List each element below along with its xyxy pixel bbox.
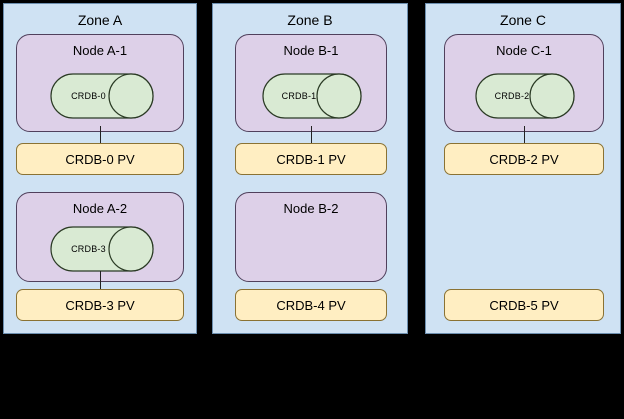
database-label-crdb-0: CRDB-0 [71, 91, 106, 101]
database-cylinder-crdb-2[interactable]: CRDB-2 [475, 73, 575, 119]
pv-box-crdb-3[interactable]: CRDB-3 PV [16, 289, 184, 321]
pv-label-crdb-5: CRDB-5 PV [489, 297, 559, 313]
database-label-crdb-2: CRDB-2 [494, 91, 530, 101]
pv-box-crdb-0[interactable]: CRDB-0 PV [16, 143, 184, 175]
node-box-a-1[interactable]: Node A-1 CRDB-0 [16, 34, 184, 132]
pv-label-crdb-1: CRDB-1 PV [276, 151, 346, 167]
pv-label-crdb-0: CRDB-0 PV [65, 151, 135, 167]
node-box-b-2[interactable]: Node B-2 [235, 192, 387, 282]
database-cylinder-crdb-1[interactable]: CRDB-1 [262, 73, 362, 119]
node-title-b-2: Node B-2 [283, 201, 339, 216]
pv-label-crdb-2: CRDB-2 PV [489, 151, 559, 167]
zone-container-b[interactable]: Zone B Node B-1 CRDB-1 CRDB-1 PV Node B-… [212, 3, 408, 334]
node-title-b-1: Node B-1 [283, 43, 339, 58]
zone-container-a[interactable]: Zone A Node A-1 CRDB-0 CRDB-0 PV Node A-… [3, 3, 197, 334]
pv-box-crdb-1[interactable]: CRDB-1 PV [235, 143, 387, 175]
pv-box-crdb-2[interactable]: CRDB-2 PV [444, 143, 604, 175]
node-title-a-1: Node A-1 [72, 43, 128, 58]
connector-c-1 [524, 126, 525, 144]
node-box-b-1[interactable]: Node B-1 CRDB-1 [235, 34, 387, 132]
zone-title-a: Zone A [77, 12, 123, 28]
pv-label-crdb-3: CRDB-3 PV [65, 297, 135, 313]
pv-label-crdb-4: CRDB-4 PV [276, 297, 346, 313]
node-box-c-1[interactable]: Node C-1 CRDB-2 [444, 34, 604, 132]
connector-b-1 [311, 126, 312, 144]
node-box-a-2[interactable]: Node A-2 CRDB-3 [16, 192, 184, 282]
node-title-c-1: Node C-1 [496, 43, 552, 58]
database-cylinder-crdb-3[interactable]: CRDB-3 [50, 226, 154, 272]
connector-a-2 [100, 271, 101, 290]
pv-box-crdb-4[interactable]: CRDB-4 PV [235, 289, 387, 321]
zone-title-c: Zone C [500, 12, 546, 28]
zone-container-c[interactable]: Zone C Node C-1 CRDB-2 CRDB-2 PV CRDB-5 … [425, 3, 621, 334]
database-label-crdb-1: CRDB-1 [281, 91, 317, 101]
connector-a-1 [100, 126, 101, 144]
node-title-a-2: Node A-2 [72, 201, 128, 216]
database-cylinder-crdb-0[interactable]: CRDB-0 [50, 73, 154, 119]
database-label-crdb-3: CRDB-3 [71, 244, 106, 254]
zone-title-b: Zone B [287, 12, 333, 28]
pv-box-crdb-5[interactable]: CRDB-5 PV [444, 289, 604, 321]
